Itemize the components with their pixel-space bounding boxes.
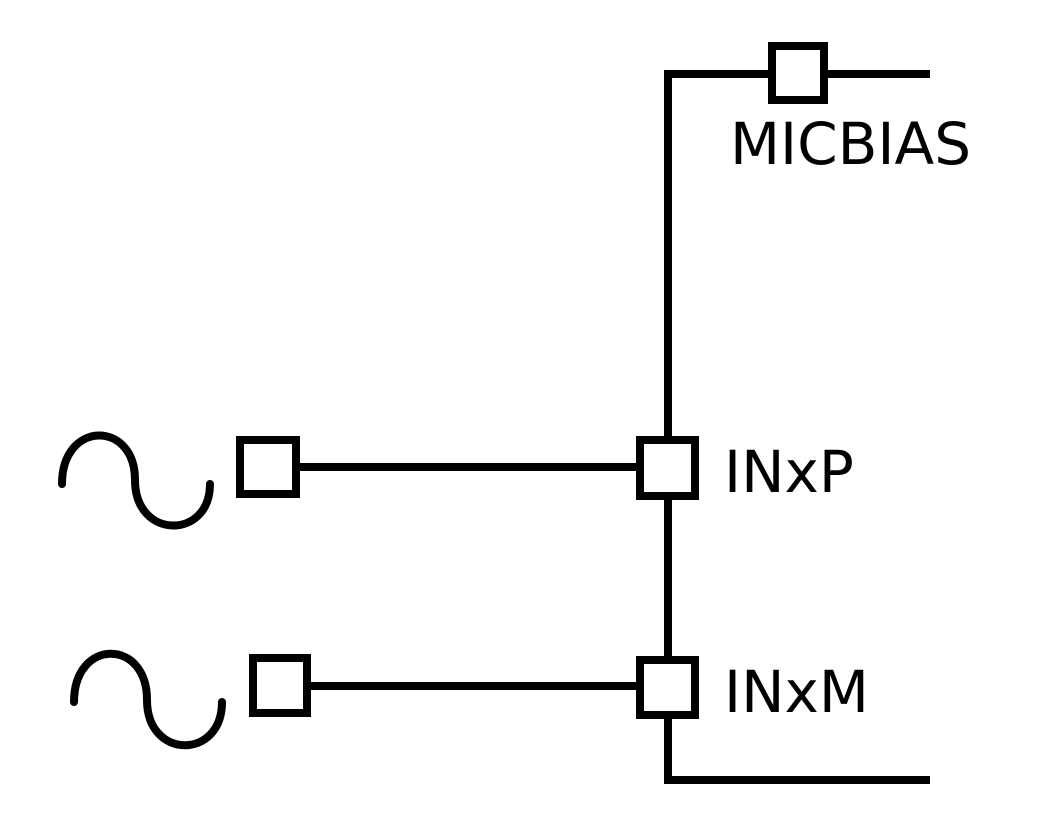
- inxm-label: INxM: [724, 658, 869, 726]
- micbias-label: MICBIAS: [730, 110, 971, 178]
- inxm-pin: [636, 656, 699, 719]
- source-2-pin: [249, 654, 311, 717]
- ac-source-2-icon: [70, 649, 226, 750]
- inxp-pin: [636, 436, 699, 500]
- micbias-pin: [768, 42, 828, 104]
- ac-source-1-icon: [58, 431, 214, 530]
- source-1-pin: [236, 436, 300, 498]
- inxp-label: INxP: [724, 438, 854, 506]
